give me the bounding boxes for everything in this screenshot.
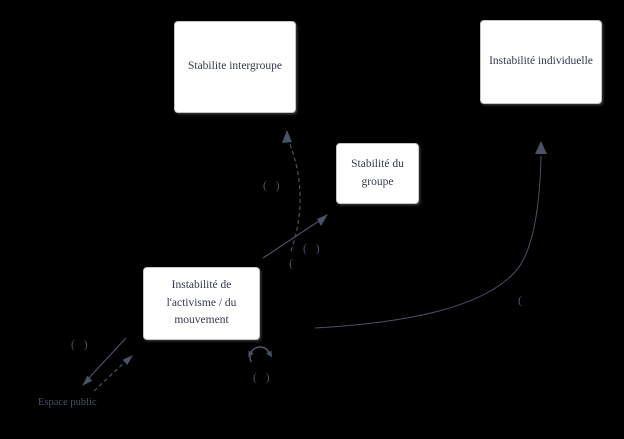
node-stabilite-du-groupe: Stabilité du groupe (336, 143, 419, 204)
edge-label-activisme-groupe-upper: ( ) (303, 243, 323, 255)
node-label: Stabilité du groupe (351, 157, 404, 188)
edge-label-self-loop: ( ) (253, 372, 273, 384)
node-label: Instabilité individuelle (489, 55, 593, 68)
arrow-activisme-to-intergroupe-dashed (282, 130, 301, 252)
node-instabilite-individuelle: Instabilité individuelle (480, 20, 602, 104)
edge-label-activisme-individuelle: ( (518, 293, 522, 307)
espace-public-label: Espace public (38, 397, 97, 408)
node-label: Instabilité de l'activisme / du mouvemen… (166, 278, 237, 327)
edge-label-activisme-groupe-lower: ( (289, 256, 293, 270)
edge-label-activisme-espace-public: ( ) (71, 339, 91, 351)
cycle-arrow-icon (248, 346, 272, 363)
edge-label-activisme-intergroupe: ( ) (263, 180, 283, 192)
node-stabilite-intergroupe: Stabilite intergroupe (174, 21, 296, 113)
arrow-espace-public-to-activisme-dashed (93, 355, 133, 392)
node-instabilite-activisme-mouvement: Instabilité de l'activisme / du mouvemen… (143, 267, 260, 340)
node-label: Stabilite intergroupe (187, 60, 282, 73)
